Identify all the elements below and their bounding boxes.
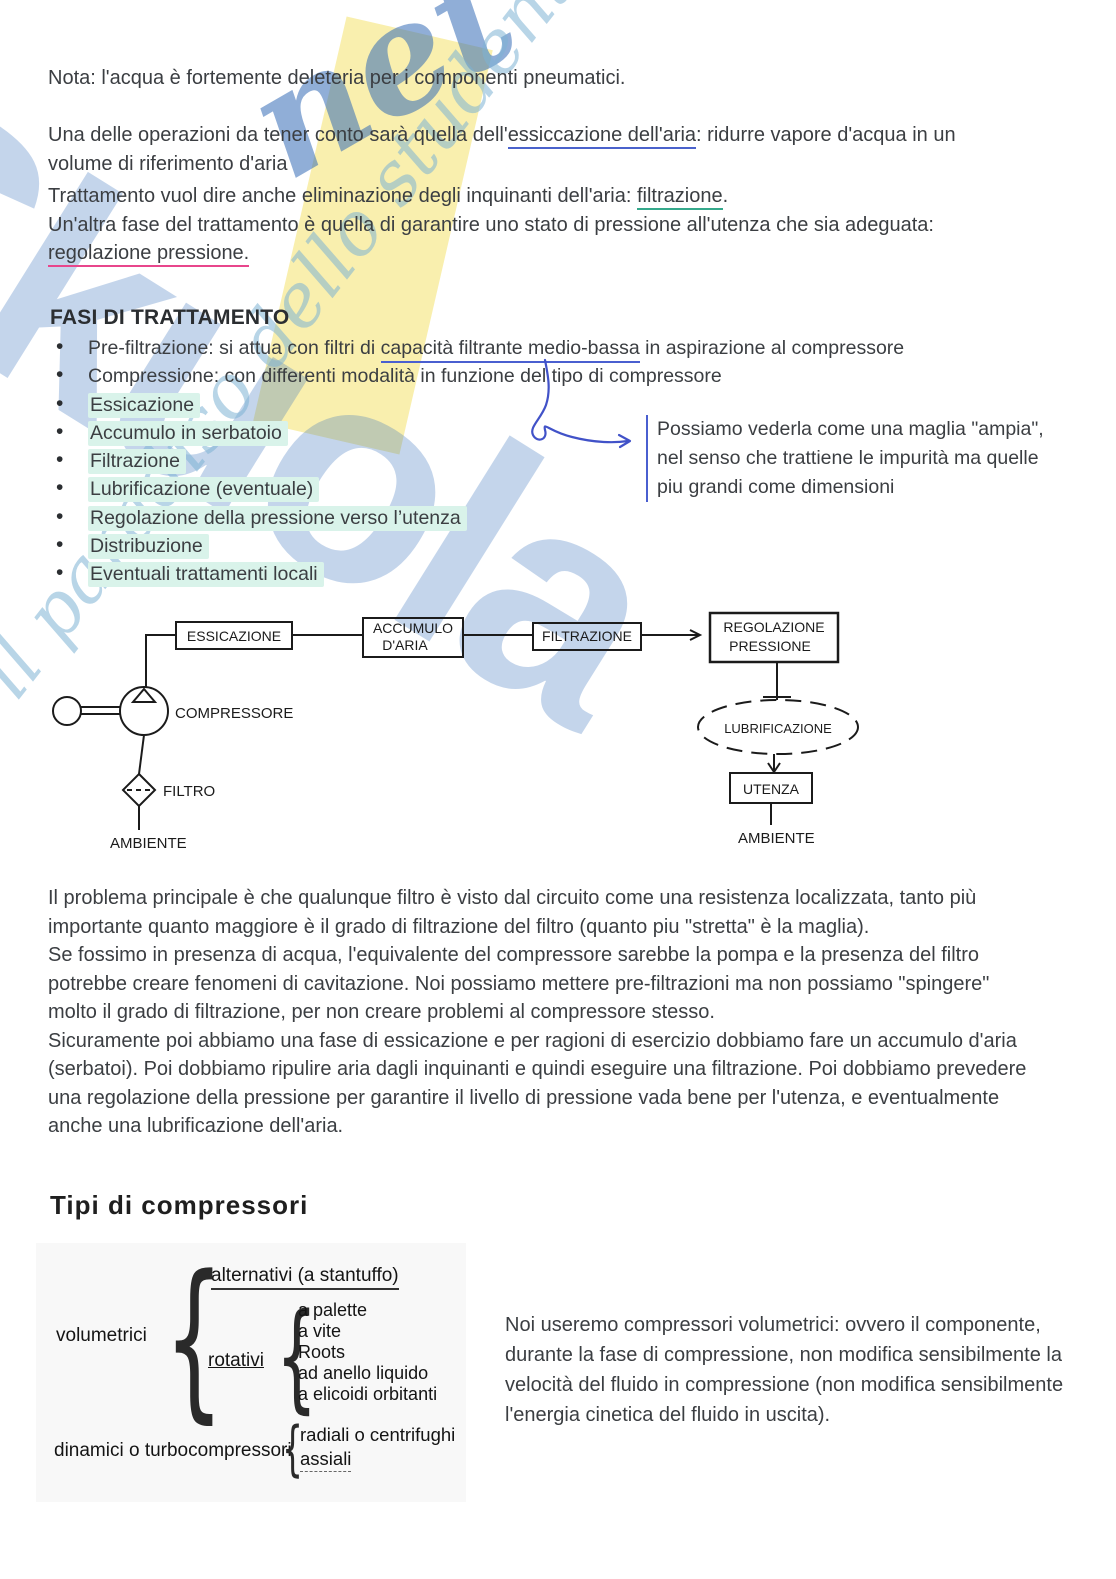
process-diagram: ESSICAZIONE ACCUMULO D'ARIA FILTRAZIONE … — [52, 611, 859, 852]
essicazione-label: ESSICAZIONE — [187, 628, 281, 644]
paragraph-operations: Una delle operazioni da tener conto sarà… — [48, 121, 996, 178]
trattamento-dot: . — [722, 185, 729, 207]
item-text-highlighted: Distribuzione — [88, 534, 209, 560]
regolazione-label-1: REGOLAZIONE — [723, 619, 824, 635]
mid-brace-icon: { — [276, 1287, 318, 1425]
volumetrici-note: Noi useremo compressori volumetrici: ovv… — [505, 1314, 1064, 1426]
compressor-types-figure: alternativi (a stantuffo) { volumetrici … — [36, 1243, 466, 1502]
list-item: Distribuzione — [48, 533, 904, 563]
lubrificazione-ellipse — [697, 699, 859, 755]
accumulo-label-2: D'ARIA — [382, 637, 428, 653]
paragraph-trattamento: Trattamento vuol dire anche eliminazione… — [48, 182, 934, 268]
item-text-highlighted: Filtrazione — [88, 449, 186, 475]
dinamici-label: dinamici o turbocompressori — [54, 1440, 292, 1461]
item-pre: Pre-filtrazione: si attua con filtri di — [88, 337, 381, 359]
paragraph: Il problema principale è che qualunque f… — [48, 887, 977, 938]
annotation-line: Possiamo vederla come una maglia "ampia"… — [657, 418, 1044, 440]
regolazione-underlined: regolazione pressione. — [48, 242, 250, 267]
alternativi-label: alternativi (a stantuffo) — [211, 1265, 399, 1290]
regolazione-box — [708, 611, 840, 664]
pen-arrowhead-icon — [617, 433, 632, 449]
list-item: Lubrificazione (eventuale) — [48, 476, 904, 506]
paragraph: Sicuramente poi abbiamo una fase di essi… — [48, 1029, 1027, 1138]
list-item: Pre-filtrazione: si attua con filtri di … — [48, 335, 905, 365]
item-text-highlighted: Accumulo in serbatoio — [88, 420, 288, 446]
big-brace-icon: { — [164, 1238, 225, 1439]
arrow-icon — [689, 629, 703, 641]
accumulo-label-1: ACCUMULO — [373, 620, 453, 636]
trattamento-text-pre: Trattamento vuol dire anche eliminazione… — [48, 185, 637, 207]
compressor-triangle-icon — [130, 687, 158, 703]
item-text-highlighted: Lubrificazione (eventuale) — [88, 477, 320, 503]
essiccazione-underlined: essiccazione dell'aria — [507, 124, 697, 149]
fasi-title: FASI DI TRATTAMENTO — [50, 306, 290, 329]
rotativi-item: a palette — [298, 1300, 368, 1320]
dinamici-item: assiali — [300, 1448, 352, 1472]
annotation-line: piu grandi come dimensioni — [657, 476, 895, 498]
ambiente-right-label: AMBIENTE — [738, 830, 815, 847]
note-line: Nota: l'acqua è fortemente deleteria per… — [48, 67, 626, 89]
trattamento-line3: regolazione pressione. — [48, 239, 934, 268]
volumetrici-label: volumetrici — [56, 1325, 147, 1346]
trattamento-line1: Trattamento vuol dire anche eliminazione… — [48, 182, 934, 211]
ambiente-left-label: AMBIENTE — [110, 835, 187, 852]
dinamici-item: radiali o centrifughi — [300, 1424, 456, 1445]
body-paragraphs: Il problema principale è che qualunque f… — [48, 884, 1043, 1141]
regolazione-label-2: PRESSIONE — [729, 638, 811, 654]
tipi-title: Tipi di compressori — [50, 1190, 309, 1220]
item-text-highlighted: Regolazione della pressione verso l’uten… — [88, 505, 467, 531]
rotativi-item: Roots — [298, 1342, 346, 1362]
list-item: Compressione: con differenti modalità in… — [48, 363, 904, 393]
small-brace-icon: { — [282, 1414, 304, 1484]
filtrazione-label: FILTRAZIONE — [542, 628, 632, 644]
operations-text-post: : ridurre vapore d'acqua in un volume di… — [48, 124, 956, 175]
item-text-highlighted: Eventuali trattamenti locali — [88, 562, 324, 588]
item-post: in aspirazione al compressore — [639, 337, 905, 359]
paragraph: Se fossimo in presenza di acqua, l'equiv… — [48, 944, 990, 1023]
rotativi-items: a palette a vite Roots ad anello liquido… — [298, 1300, 437, 1405]
side-annotation: Possiamo vederla come una maglia "ampia"… — [646, 415, 1044, 502]
rotativi-item: a vite — [298, 1321, 342, 1341]
pen-arrow-annotation — [531, 358, 632, 449]
list-item: Regolazione della pressione verso l’uten… — [48, 505, 904, 535]
rotativi-item: ad anello liquido — [298, 1363, 429, 1383]
trattamento-line2: Un'altra fase del trattamento è quella d… — [48, 213, 934, 236]
filtrazione-box — [532, 622, 642, 651]
item-text-highlighted: Essicazione — [88, 392, 201, 418]
list-item: Filtrazione — [48, 448, 904, 478]
compressor-symbol — [119, 686, 169, 736]
rotativi-label: rotativi — [208, 1350, 264, 1371]
compressore-label: COMPRESSORE — [175, 705, 293, 722]
list-item: Eventuali trattamenti locali — [48, 561, 904, 591]
filtro-label: FILTRO — [163, 783, 215, 800]
annotation-line: nel senso che trattiene le impurità ma q… — [657, 447, 1039, 469]
list-item: Essicazione — [48, 392, 904, 422]
operations-text-pre: Una delle operazioni da tener conto sarà… — [48, 124, 508, 146]
accumulo-box — [362, 617, 464, 658]
lubrificazione-label: LUBRIFICAZIONE — [724, 721, 832, 736]
filtrazione-underlined: filtrazione — [636, 185, 723, 210]
utenza-label: UTENZA — [743, 781, 800, 797]
rotativi-item: a elicoidi orbitanti — [298, 1384, 438, 1404]
motor-symbol — [52, 696, 82, 726]
